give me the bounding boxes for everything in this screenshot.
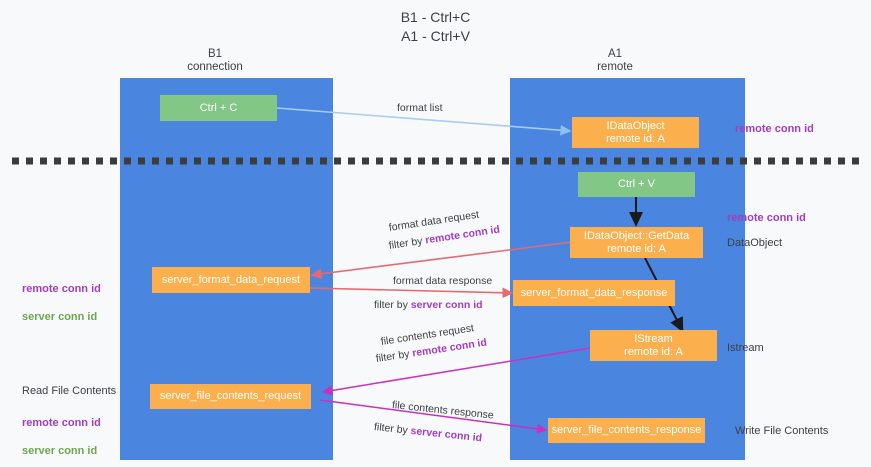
- edge-format-data-request: [310, 241, 573, 280]
- node-server-file-contents-request[interactable]: server_file_contents_request: [150, 384, 311, 409]
- node-istream[interactable]: IStream remote id: A: [590, 330, 717, 361]
- page-title: B1 - Ctrl+C A1 - Ctrl+V: [400, 9, 471, 44]
- node-ctrl-v[interactable]: Ctrl + V: [578, 172, 695, 197]
- edge-label-file-contents-response-line2: filter by: [373, 421, 412, 437]
- annotation-left-conn-ids-file: remote conn id server conn id: [22, 402, 101, 458]
- edge-file-contents-request: [321, 347, 591, 396]
- annotation-left-remote-conn-id-file: remote conn id: [22, 417, 101, 429]
- edge-label-format-data-response-filter: filter by server conn id: [374, 299, 483, 312]
- edge-label-format-data-response: format data response: [393, 275, 492, 288]
- annotation-dataobject: DataObject: [727, 237, 783, 249]
- edge-label-format-list: format list: [397, 102, 443, 115]
- annotation-remote-conn-id-mid: remote conn id: [727, 212, 806, 224]
- node-server-format-data-response[interactable]: server_format_data_response: [513, 280, 675, 306]
- annotation-remote-conn-id-top: remote conn id: [735, 123, 814, 135]
- annotation-istream: Istream: [727, 342, 764, 354]
- edge-label-format-list-text: format list: [397, 102, 443, 114]
- annotation-left-conn-ids-format: remote conn id server conn id: [22, 268, 101, 324]
- annotation-read-file-contents: Read File Contents: [22, 385, 117, 397]
- node-idataobject[interactable]: IDataObject remote id: A: [572, 117, 699, 148]
- annotation-left-server-conn-id-file: server conn id: [22, 445, 98, 457]
- node-server-format-data-request[interactable]: server_format_data_request: [152, 267, 310, 293]
- edge-label-format-data-response-line2: filter by: [374, 299, 411, 311]
- node-ctrl-c[interactable]: Ctrl + C: [160, 95, 277, 121]
- edge-file-contents-response: [319, 399, 548, 434]
- edge-format-data-response: [309, 287, 514, 299]
- column-header-a1: A1 remote: [597, 48, 633, 73]
- edge-label-format-data-response-line1: format data response: [393, 275, 493, 287]
- node-server-file-contents-response[interactable]: server_file_contents_response: [548, 418, 705, 443]
- column-header-b1: B1 connection: [187, 48, 243, 73]
- edge-format-list: [276, 107, 572, 136]
- annotation-left-remote-conn-id-format: remote conn id: [22, 283, 101, 295]
- node-idataobject-getdata[interactable]: IDataObject::GetData remote id: A: [570, 227, 703, 258]
- annotation-write-file-contents: Write File Contents: [735, 425, 829, 437]
- annotation-left-server-conn-id-format: server conn id: [22, 311, 98, 323]
- edge-label-format-data-response-highlight: server conn id: [410, 299, 483, 311]
